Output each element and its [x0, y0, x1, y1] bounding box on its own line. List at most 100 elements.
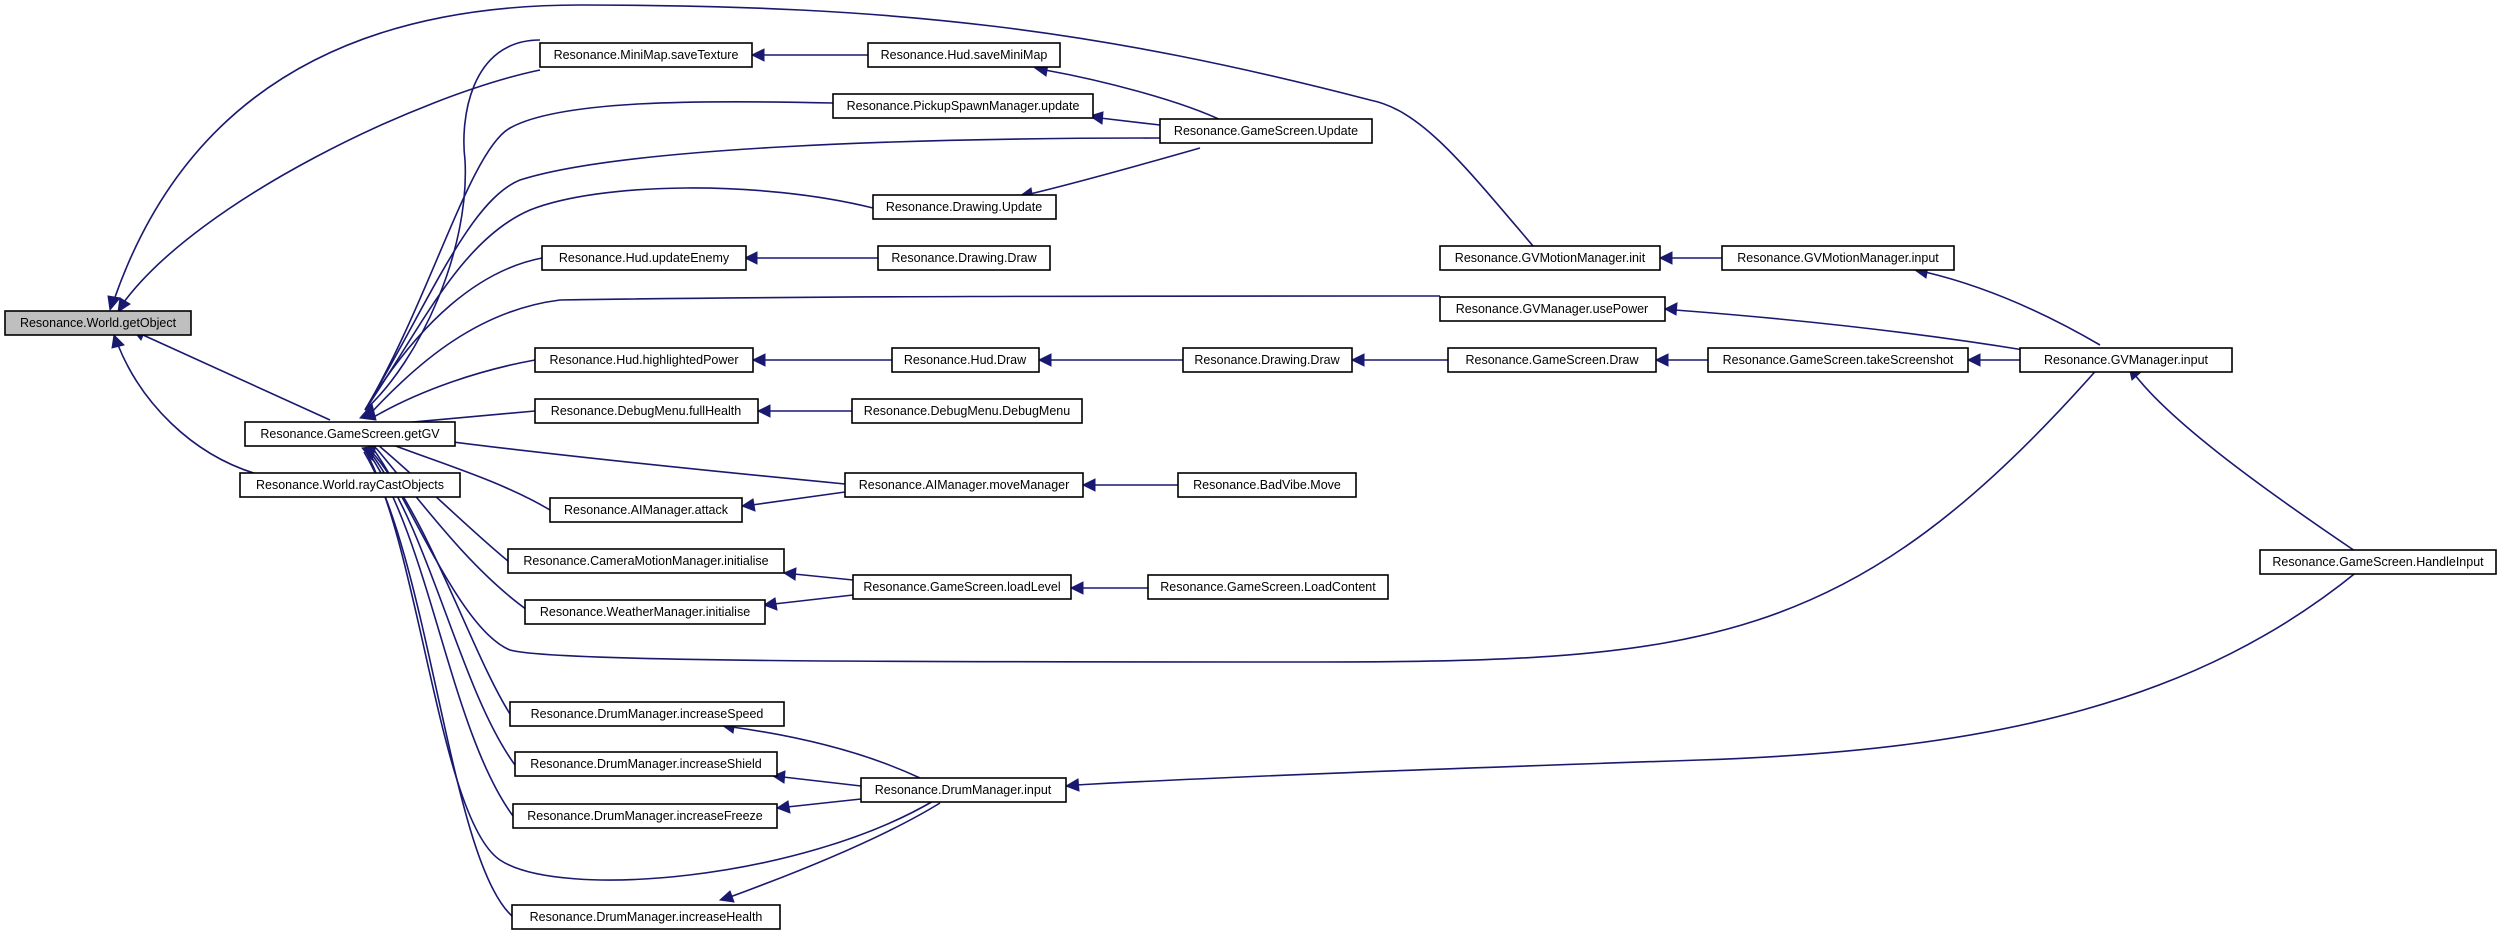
node-gamescreen-handleinput[interactable]: Resonance.GameScreen.HandleInput [2259, 549, 2497, 575]
node-label: Resonance.DrumManager.input [875, 783, 1052, 797]
node-drummanager-increasefreeze[interactable]: Resonance.DrumManager.increaseFreeze [512, 803, 778, 829]
edge-drummanager-input-to-increasefreeze [786, 798, 862, 808]
edge-gamescreen-update-to-getgv [364, 137, 1161, 411]
node-label: Resonance.Drawing.Update [886, 200, 1042, 214]
node-label: Resonance.DrumManager.increaseSpeed [531, 707, 764, 721]
node-label: Resonance.DebugMenu.fullHealth [551, 404, 741, 418]
edge-gamescreen-update-to-hud-saveminimap [1044, 69, 1226, 123]
arrowhead [1081, 478, 1096, 492]
node-label: Resonance.Drawing.Draw [891, 251, 1037, 265]
node-label: Resonance.DrumManager.increaseFreeze [527, 809, 763, 823]
node-gamescreen-takescreenshot[interactable]: Resonance.GameScreen.takeScreenshot [1707, 347, 1969, 373]
edge-gvmanager-input-to-usepower [1674, 309, 2025, 351]
arrowhead [1350, 353, 1365, 367]
edge-handleinput-to-drummanager-input [1075, 570, 2359, 786]
node-pickupspawnmanager-update[interactable]: Resonance.PickupSpawnManager.update [832, 93, 1094, 119]
node-label: Resonance.Hud.saveMiniMap [881, 48, 1048, 62]
arrowhead [762, 597, 778, 611]
edge-hud-updateenemy-to-getgv [364, 257, 543, 411]
node-label: Resonance.BadVibe.Move [1193, 478, 1341, 492]
node-gamescreen-getgv[interactable]: Resonance.GameScreen.getGV [244, 421, 456, 447]
arrowhead [1966, 353, 1981, 367]
node-gamescreen-loadlevel[interactable]: Resonance.GameScreen.loadLevel [852, 574, 1072, 600]
node-label: Resonance.GameScreen.loadLevel [863, 580, 1060, 594]
node-label: Resonance.Drawing.Draw [1194, 353, 1340, 367]
arrowhead [111, 333, 125, 349]
node-gvmotionmanager-input[interactable]: Resonance.GVMotionManager.input [1721, 245, 1955, 271]
edge-drummanager-input-to-increasehealth [729, 802, 941, 898]
node-drummanager-increasespeed[interactable]: Resonance.DrumManager.increaseSpeed [509, 701, 785, 727]
edge-loadlevel-to-camera-initialise [793, 573, 854, 581]
node-label: Resonance.GameScreen.HandleInput [2272, 555, 2484, 569]
node-drawing-draw[interactable]: Resonance.Drawing.Draw [877, 245, 1051, 271]
edge-gvmotionmanager-init-to-getobject [113, 4, 1534, 301]
node-label: Resonance.CameraMotionManager.initialise [523, 554, 768, 568]
call-edges [107, 4, 2359, 917]
edge-movemanager-to-attack [751, 491, 846, 506]
node-hud-draw[interactable]: Resonance.Hud.Draw [891, 347, 1040, 373]
node-gvmotionmanager-init[interactable]: Resonance.GVMotionManager.init [1439, 245, 1661, 271]
arrowhead [117, 297, 131, 314]
node-hud-saveminimap[interactable]: Resonance.Hud.saveMiniMap [867, 42, 1061, 68]
node-debugmenu-fullhealth[interactable]: Resonance.DebugMenu.fullHealth [534, 398, 759, 424]
node-drummanager-increaseshield[interactable]: Resonance.DrumManager.increaseShield [514, 751, 778, 777]
edge-savetexture-to-getgv [364, 39, 541, 411]
edge-drawing-update-to-getgv [364, 187, 874, 411]
edge-hud-highlightedpower-to-getgv [371, 359, 536, 419]
node-weathermanager-initialise[interactable]: Resonance.WeatherManager.initialise [524, 599, 766, 625]
node-hud-highlightedpower[interactable]: Resonance.Hud.highlightedPower [534, 347, 754, 373]
node-label: Resonance.DrumManager.increaseHealth [530, 910, 763, 924]
node-drawing-draw-2[interactable]: Resonance.Drawing.Draw [1182, 347, 1353, 373]
node-drummanager-increasehealth[interactable]: Resonance.DrumManager.increaseHealth [511, 904, 781, 930]
node-aimanager-attack[interactable]: Resonance.AIManager.attack [549, 497, 743, 523]
node-label: Resonance.Hud.updateEnemy [559, 251, 730, 265]
node-label: Resonance.DebugMenu.DebugMenu [864, 404, 1070, 418]
arrowhead [1037, 353, 1052, 367]
arrowhead [107, 295, 121, 312]
edge-camera-initialise-to-getgv [377, 444, 509, 562]
arrowhead [1064, 778, 1080, 792]
node-gvmanager-usepower[interactable]: Resonance.GVManager.usePower [1439, 296, 1666, 322]
node-aimanager-movemanager[interactable]: Resonance.AIManager.moveManager [844, 472, 1084, 498]
arrowhead [1654, 353, 1669, 367]
edge-increasehealth-to-getgv [363, 451, 513, 917]
arrowhead [756, 404, 771, 418]
arrowhead [1658, 251, 1673, 265]
node-label: Resonance.WeatherManager.initialise [540, 605, 750, 619]
node-label: Resonance.AIManager.moveManager [859, 478, 1070, 492]
edge-drummanager-input-to-increasespeed [731, 726, 921, 779]
edge-minimap-savetexture-to-getobject [123, 69, 541, 303]
node-label: Resonance.MiniMap.saveTexture [554, 48, 739, 62]
edge-pickup-update-to-getgv [364, 100, 834, 411]
node-label: Resonance.GVMotionManager.input [1737, 251, 1939, 265]
node-world-getobject[interactable]: Resonance.World.getObject [4, 310, 192, 336]
node-label: Resonance.Hud.highlightedPower [549, 353, 738, 367]
arrowhead [359, 402, 377, 421]
node-drawing-update[interactable]: Resonance.Drawing.Update [872, 194, 1057, 220]
node-label: Resonance.AIManager.attack [564, 503, 729, 517]
node-gvmanager-input[interactable]: Resonance.GVManager.input [2019, 347, 2233, 373]
node-minimap-savetexture[interactable]: Resonance.MiniMap.saveTexture [539, 42, 753, 68]
arrowhead [740, 498, 756, 512]
node-gamescreen-draw[interactable]: Resonance.GameScreen.Draw [1447, 347, 1657, 373]
arrowhead [771, 770, 786, 784]
arrowhead [1069, 581, 1084, 595]
node-label: Resonance.GVManager.input [2044, 353, 2209, 367]
node-label: Resonance.PickupSpawnManager.update [847, 99, 1080, 113]
node-gamescreen-update[interactable]: Resonance.GameScreen.Update [1159, 118, 1373, 144]
node-gamescreen-loadcontent[interactable]: Resonance.GameScreen.LoadContent [1147, 574, 1389, 600]
edge-raycast-to-getobject [117, 344, 261, 476]
node-label: Resonance.GameScreen.LoadContent [1160, 580, 1376, 594]
node-badvibe-move[interactable]: Resonance.BadVibe.Move [1177, 472, 1357, 498]
edge-drummanager-input-to-getgv [365, 451, 936, 881]
edge-weather-initialise-to-getgv [375, 447, 531, 613]
edge-handleinput-to-gvmanager-input [2134, 374, 2356, 552]
node-drummanager-input[interactable]: Resonance.DrumManager.input [860, 777, 1067, 803]
edge-drummanager-input-to-increaseshield [782, 776, 862, 787]
node-world-raycastobjects[interactable]: Resonance.World.rayCastObjects [239, 472, 461, 498]
node-cameramotionmanager-initialise[interactable]: Resonance.CameraMotionManager.initialise [507, 548, 785, 574]
node-debugmenu-debugmenu[interactable]: Resonance.DebugMenu.DebugMenu [851, 398, 1083, 424]
node-hud-updateenemy[interactable]: Resonance.Hud.updateEnemy [541, 245, 747, 271]
edge-aimanager-attack-to-getgv [379, 439, 551, 511]
arrowhead [743, 251, 758, 265]
